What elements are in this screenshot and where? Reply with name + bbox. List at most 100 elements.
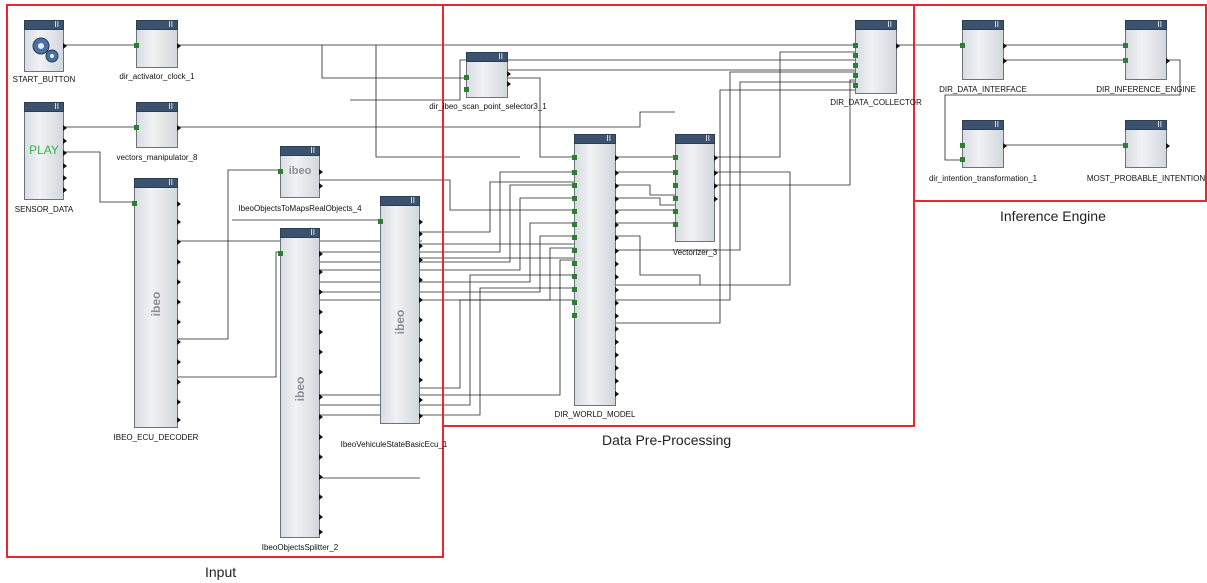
output-port[interactable]	[615, 222, 619, 228]
output-port[interactable]	[615, 261, 619, 267]
input-port[interactable]	[464, 87, 469, 92]
output-port[interactable]	[419, 277, 423, 283]
output-port[interactable]	[615, 196, 619, 202]
output-port[interactable]	[177, 379, 181, 385]
input-port[interactable]	[572, 248, 577, 253]
output-port[interactable]	[319, 454, 323, 460]
output-port[interactable]	[615, 155, 619, 161]
input-port[interactable]	[378, 219, 383, 224]
output-port[interactable]	[419, 397, 423, 403]
input-port[interactable]	[572, 196, 577, 201]
output-port[interactable]	[714, 183, 718, 189]
input-port[interactable]	[853, 43, 858, 48]
output-port[interactable]	[1166, 58, 1170, 64]
input-port[interactable]	[673, 196, 678, 201]
ibeo-objects-splitter-block[interactable]: II ibeo	[278, 228, 323, 538]
output-port[interactable]	[615, 248, 619, 254]
input-port[interactable]	[1123, 58, 1128, 63]
output-port[interactable]	[319, 474, 323, 480]
output-port[interactable]	[319, 369, 323, 375]
input-port[interactable]	[572, 287, 577, 292]
output-port[interactable]	[615, 313, 619, 319]
output-port[interactable]	[419, 257, 423, 263]
output-port[interactable]	[1003, 143, 1007, 149]
output-port[interactable]	[177, 201, 181, 207]
input-port[interactable]	[673, 209, 678, 214]
output-port[interactable]	[419, 357, 423, 363]
input-port[interactable]	[853, 53, 858, 58]
input-port[interactable]	[572, 183, 577, 188]
output-port[interactable]	[63, 163, 67, 169]
output-port[interactable]	[63, 138, 67, 144]
input-port[interactable]	[134, 125, 139, 130]
output-port[interactable]	[319, 394, 323, 400]
output-port[interactable]	[319, 269, 323, 275]
input-port[interactable]	[278, 169, 283, 174]
output-port[interactable]	[63, 43, 67, 49]
output-port[interactable]	[1166, 143, 1170, 149]
output-port[interactable]	[319, 529, 323, 535]
output-port[interactable]	[714, 155, 718, 161]
dir-inference-engine-block[interactable]: II	[1123, 20, 1170, 80]
output-port[interactable]	[615, 300, 619, 306]
input-port[interactable]	[278, 251, 283, 256]
input-port[interactable]	[853, 73, 858, 78]
output-port[interactable]	[63, 175, 67, 181]
output-port[interactable]	[419, 243, 423, 249]
input-port[interactable]	[1123, 143, 1128, 148]
output-port[interactable]	[319, 309, 323, 315]
input-port[interactable]	[673, 183, 678, 188]
output-port[interactable]	[615, 391, 619, 397]
input-port[interactable]	[572, 261, 577, 266]
output-port[interactable]	[419, 231, 423, 237]
input-port[interactable]	[853, 63, 858, 68]
dir-data-collector-block[interactable]: II	[853, 20, 900, 94]
input-port[interactable]	[1123, 43, 1128, 48]
output-port[interactable]	[419, 297, 423, 303]
output-port[interactable]	[319, 514, 323, 520]
output-port[interactable]	[507, 71, 511, 77]
dir-activator-clock-block[interactable]: II	[134, 20, 181, 68]
output-port[interactable]	[319, 183, 323, 189]
output-port[interactable]	[177, 299, 181, 305]
output-port[interactable]	[615, 274, 619, 280]
input-port[interactable]	[572, 300, 577, 305]
output-port[interactable]	[319, 169, 323, 175]
input-port[interactable]	[572, 222, 577, 227]
output-port[interactable]	[319, 289, 323, 295]
sensor-data-block[interactable]: II PLAY	[24, 102, 67, 200]
input-port[interactable]	[673, 222, 678, 227]
input-port[interactable]	[673, 155, 678, 160]
input-port[interactable]	[960, 143, 965, 148]
output-port[interactable]	[177, 399, 181, 405]
ibeo-ecu-decoder-block[interactable]: II ibeo	[132, 178, 181, 428]
dir-intention-transformation-block[interactable]: II	[960, 120, 1007, 168]
output-port[interactable]	[615, 352, 619, 358]
input-port[interactable]	[572, 170, 577, 175]
output-port[interactable]	[319, 329, 323, 335]
output-port[interactable]	[319, 494, 323, 500]
dir-data-interface-block[interactable]: II	[960, 20, 1007, 80]
vectors-manipulator-block[interactable]: II	[134, 102, 181, 148]
output-port[interactable]	[319, 414, 323, 420]
input-port[interactable]	[134, 43, 139, 48]
input-port[interactable]	[464, 75, 469, 80]
output-port[interactable]	[177, 125, 181, 131]
output-port[interactable]	[63, 187, 67, 193]
input-port[interactable]	[572, 209, 577, 214]
output-port[interactable]	[177, 43, 181, 49]
output-port[interactable]	[177, 417, 181, 423]
output-port[interactable]	[177, 359, 181, 365]
output-port[interactable]	[507, 81, 511, 87]
output-port[interactable]	[63, 150, 67, 156]
output-port[interactable]	[177, 279, 181, 285]
output-port[interactable]	[615, 235, 619, 241]
output-port[interactable]	[615, 365, 619, 371]
start-button-block[interactable]: II	[24, 20, 67, 72]
input-port[interactable]	[572, 274, 577, 279]
output-port[interactable]	[319, 349, 323, 355]
output-port[interactable]	[714, 170, 718, 176]
most-probable-intention-block[interactable]: II	[1123, 120, 1170, 168]
output-port[interactable]	[419, 317, 423, 323]
output-port[interactable]	[419, 219, 423, 225]
